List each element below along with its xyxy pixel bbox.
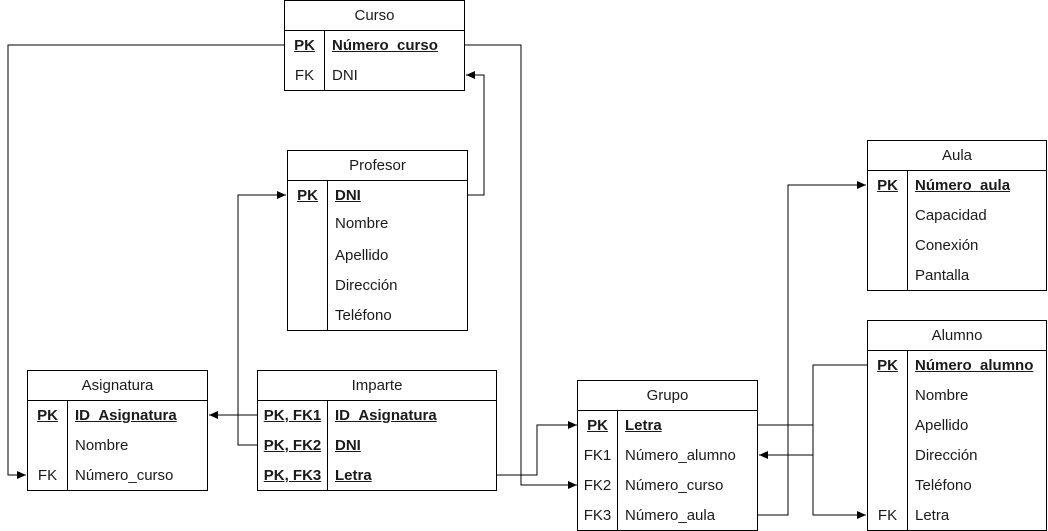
field-name: Conexión (915, 237, 979, 254)
entity-row: Dirección (288, 271, 467, 301)
entity-row: Nombre (868, 381, 1046, 411)
entity-row: Teléfono (288, 301, 467, 331)
connector-asignatura-curso (7, 44, 285, 479)
field-name: Número_alumno (625, 447, 736, 464)
key-label: FK1 (583, 447, 612, 464)
field-name: Número_aula (915, 177, 1011, 194)
field-name: Letra (915, 507, 950, 524)
field-name: Número_aula (625, 507, 716, 524)
field-name: Capacidad (915, 207, 987, 224)
key-label: FK2 (583, 477, 612, 494)
key-label: FK (877, 507, 898, 524)
entity-row: FK2 Número_curso (578, 471, 757, 501)
field-name: Teléfono (915, 477, 972, 494)
connector-grupo-alumno (759, 364, 867, 459)
key-label: PK, FK2 (263, 437, 322, 454)
entity-curso: Curso PK Número_curso FK DNI (284, 0, 465, 91)
key-column (578, 410, 618, 530)
entity-row: Conexión (868, 231, 1046, 261)
field-name: Nombre (335, 215, 389, 232)
key-column (285, 30, 325, 90)
entity-profesor: Profesor PK DNI Nombre Apellido Direcció… (287, 150, 468, 331)
entity-title: Grupo (578, 381, 757, 411)
field-name: Apellido (915, 417, 969, 434)
entity-row: Pantalla (868, 261, 1046, 291)
entity-row: PK Letra (578, 411, 757, 441)
entity-asignatura: Asignatura PK ID_Asignatura Nombre FK Nú… (27, 370, 208, 491)
field-name: ID_Asignatura (75, 407, 177, 424)
key-column (868, 170, 908, 290)
connector-curso-profesor (466, 71, 485, 196)
field-name: ID_Asignatura (335, 407, 437, 424)
entity-alumno: Alumno PK Número_alumno Nombre Apellido … (867, 320, 1047, 531)
entity-row: PK DNI (288, 181, 467, 211)
entity-aula: Aula PK Número_aula Capacidad Conexión P… (867, 140, 1047, 291)
connector-imparte-profesor (237, 191, 286, 446)
entity-imparte: Imparte PK, FK1 ID_Asignatura PK, FK2 DN… (257, 370, 497, 491)
connector-grupo-aula (758, 181, 866, 516)
entity-row: PK, FK1 ID_Asignatura (258, 401, 496, 431)
key-label: PK (587, 417, 608, 434)
field-name: Dirección (335, 277, 398, 294)
field-name: Letra (335, 467, 372, 484)
entity-row: Apellido (288, 241, 467, 271)
key-label: PK (877, 177, 898, 194)
connector-imparte-grupo (497, 421, 577, 476)
entity-grupo: Grupo PK Letra FK1 Número_alumno FK2 Núm… (577, 380, 758, 531)
field-name: Pantalla (915, 267, 970, 284)
key-column (288, 180, 328, 330)
entity-row: FK Número_curso (28, 461, 207, 491)
entity-row: Nombre (28, 431, 207, 461)
entity-row: FK Letra (868, 501, 1046, 531)
key-label: PK (37, 407, 58, 424)
key-label: PK (297, 187, 318, 204)
connector-grupo-curso (465, 44, 577, 489)
entity-title: Alumno (868, 321, 1046, 351)
field-name: DNI (335, 437, 361, 454)
field-name: Teléfono (335, 307, 392, 324)
key-column (258, 400, 328, 490)
entity-row: Apellido (868, 411, 1046, 441)
key-label: FK (294, 67, 315, 84)
entity-row: PK Número_alumno (868, 351, 1046, 381)
field-name: Apellido (335, 247, 389, 264)
field-name: Nombre (915, 387, 969, 404)
key-label: PK, FK1 (263, 407, 322, 424)
entity-title: Aula (868, 141, 1046, 171)
field-name: DNI (332, 67, 358, 84)
field-name: Letra (625, 417, 662, 434)
connector-alumno-grupo (758, 424, 866, 519)
field-name: Dirección (915, 447, 978, 464)
key-label: FK (37, 467, 58, 484)
entity-row: PK ID_Asignatura (28, 401, 207, 431)
key-label: FK3 (583, 507, 612, 524)
entity-row: FK1 Número_alumno (578, 441, 757, 471)
key-label: PK, FK3 (263, 467, 322, 484)
entity-row: Nombre (288, 209, 467, 239)
entity-row: PK Número_aula (868, 171, 1046, 201)
entity-row: PK Número_curso (285, 31, 464, 61)
entity-title: Asignatura (28, 371, 207, 401)
entity-row: Dirección (868, 441, 1046, 471)
entity-row: Teléfono (868, 471, 1046, 501)
entity-row: FK3 Número_aula (578, 501, 757, 531)
key-column (28, 400, 68, 490)
field-name: Número_alumno (915, 357, 1034, 374)
field-name: Número_curso (75, 467, 174, 484)
field-name: DNI (335, 187, 361, 204)
entity-title: Curso (285, 1, 464, 31)
key-label: PK (294, 37, 315, 54)
entity-row: FK DNI (285, 61, 464, 91)
field-name: Número_curso (332, 37, 438, 54)
field-name: Nombre (75, 437, 129, 454)
key-column (868, 350, 908, 530)
entity-title: Profesor (288, 151, 467, 181)
entity-row: PK, FK2 DNI (258, 431, 496, 461)
key-label: PK (877, 357, 898, 374)
field-name: Número_curso (625, 477, 724, 494)
entity-title: Imparte (258, 371, 496, 401)
entity-row: PK, FK3 Letra (258, 461, 496, 491)
entity-row: Capacidad (868, 201, 1046, 231)
